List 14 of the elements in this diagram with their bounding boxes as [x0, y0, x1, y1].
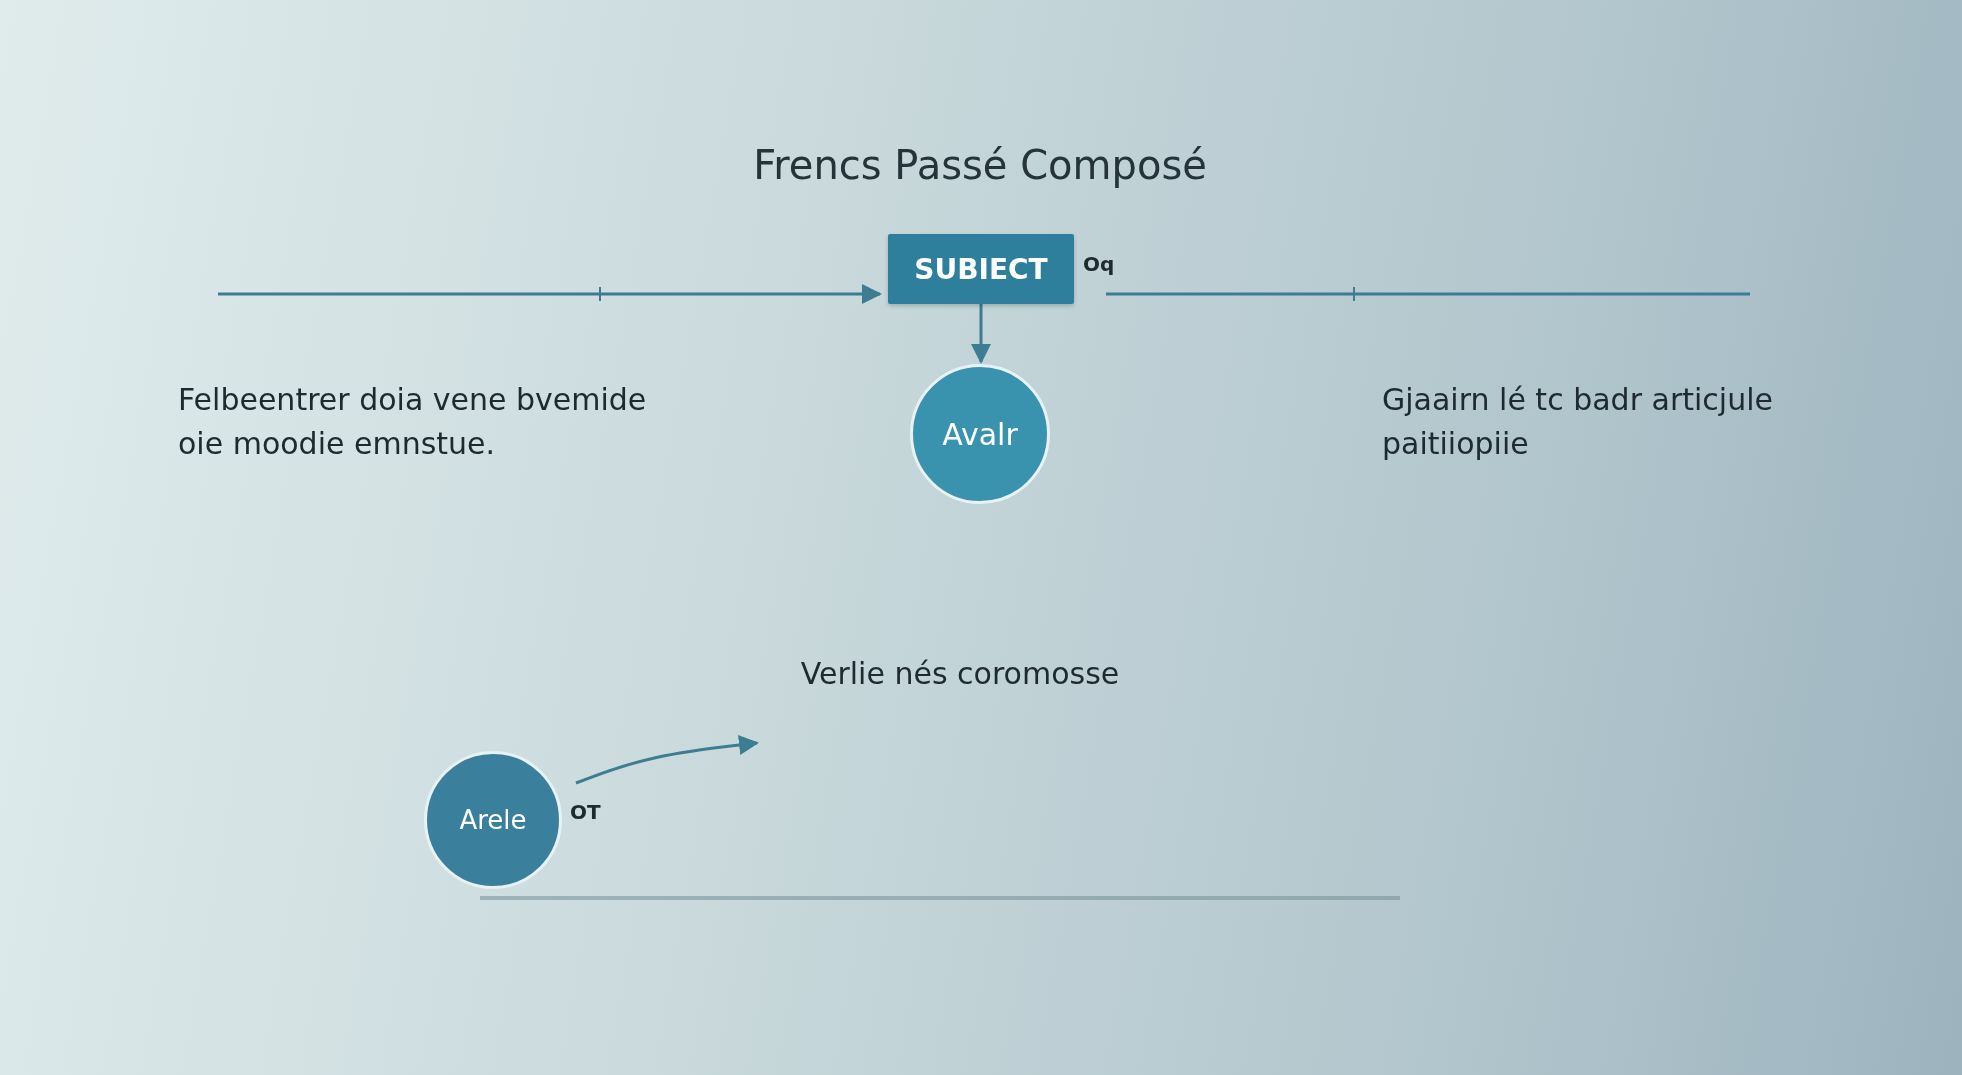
arrow: [218, 284, 882, 304]
line: [1106, 292, 1750, 296]
arrow: [971, 304, 991, 364]
title: Frencs Passé Composé: [752, 142, 1208, 188]
side-label: Oq: [1083, 252, 1115, 276]
node-label: Arele: [459, 805, 527, 835]
node-label: SUBIECT: [914, 252, 1048, 286]
description-text: Verlie nés coromosse: [799, 655, 1121, 693]
node-label: Avalr: [942, 416, 1018, 452]
side-label: OT: [570, 800, 601, 824]
arrow: [575, 735, 759, 785]
description-text: Felbeentrer doia vene bvemide oie moodie emnstue.: [178, 381, 648, 463]
description-text: Gjaairn lé tc badr articjule paitiiopiie: [1382, 381, 1774, 463]
subject-box: [888, 234, 1074, 304]
